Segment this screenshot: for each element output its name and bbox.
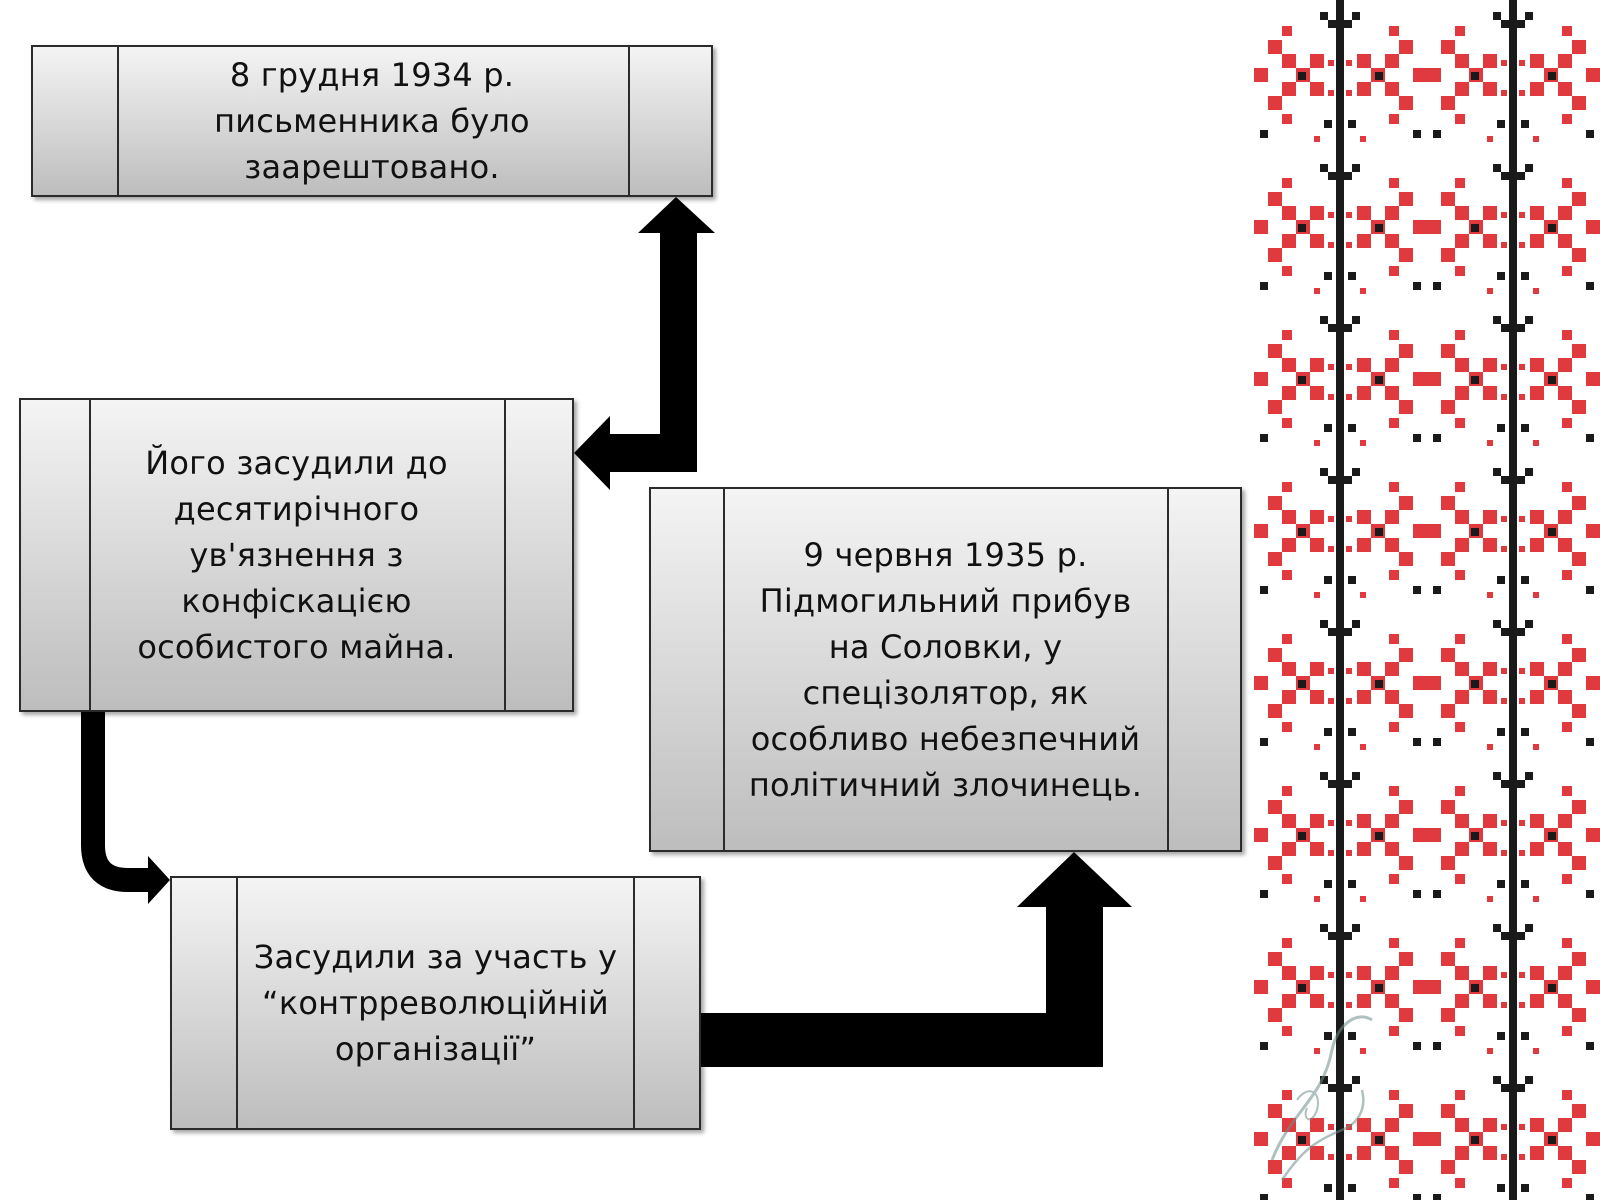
event-box-organization: Засудили за участь у “контрреволюційній … xyxy=(170,876,701,1130)
event-box-arrest: 8 грудня 1934 р. письменника було заареш… xyxy=(31,45,713,197)
event-text-organization: Засудили за участь у “контрреволюційній … xyxy=(253,938,618,1068)
box-divider-right xyxy=(633,878,635,1128)
box-divider-left xyxy=(236,878,238,1128)
connector-organization-solovki xyxy=(701,852,1132,1067)
connector-shaft-horizontal xyxy=(701,1013,1103,1067)
box-divider-right xyxy=(504,400,506,710)
connector-curve xyxy=(81,712,150,892)
arrowhead-right xyxy=(148,856,170,904)
event-text-sentence: Його засудили до десятирічного ув'язненн… xyxy=(137,444,456,666)
arrowhead-up xyxy=(1017,852,1132,907)
arrowhead-left xyxy=(574,416,610,490)
handwritten-signature-icon xyxy=(1270,1015,1373,1181)
connector-shaft-vertical xyxy=(1046,905,1103,1067)
box-divider-right xyxy=(1167,489,1169,850)
arrowhead-up xyxy=(638,197,715,233)
event-box-sentence: Його засудили до десятирічного ув'язненн… xyxy=(19,398,574,712)
box-divider-left xyxy=(89,400,91,710)
connector-shaft-horizontal xyxy=(608,434,697,472)
connector-shaft-vertical xyxy=(660,232,697,472)
box-divider-right xyxy=(628,47,630,195)
event-box-solovki: 9 червня 1935 р. Підмогильний прибув на … xyxy=(649,487,1242,852)
event-text-arrest: 8 грудня 1934 р. письменника було заареш… xyxy=(214,56,530,186)
box-divider-left xyxy=(723,489,725,850)
connector-sentence-organization xyxy=(81,712,170,904)
box-divider-left xyxy=(117,47,119,195)
connector-sentence-arrest xyxy=(574,197,715,490)
embroidery-pattern-icon xyxy=(1254,0,1600,1200)
event-text-solovki: 9 червня 1935 р. Підмогильний прибув на … xyxy=(748,535,1143,804)
